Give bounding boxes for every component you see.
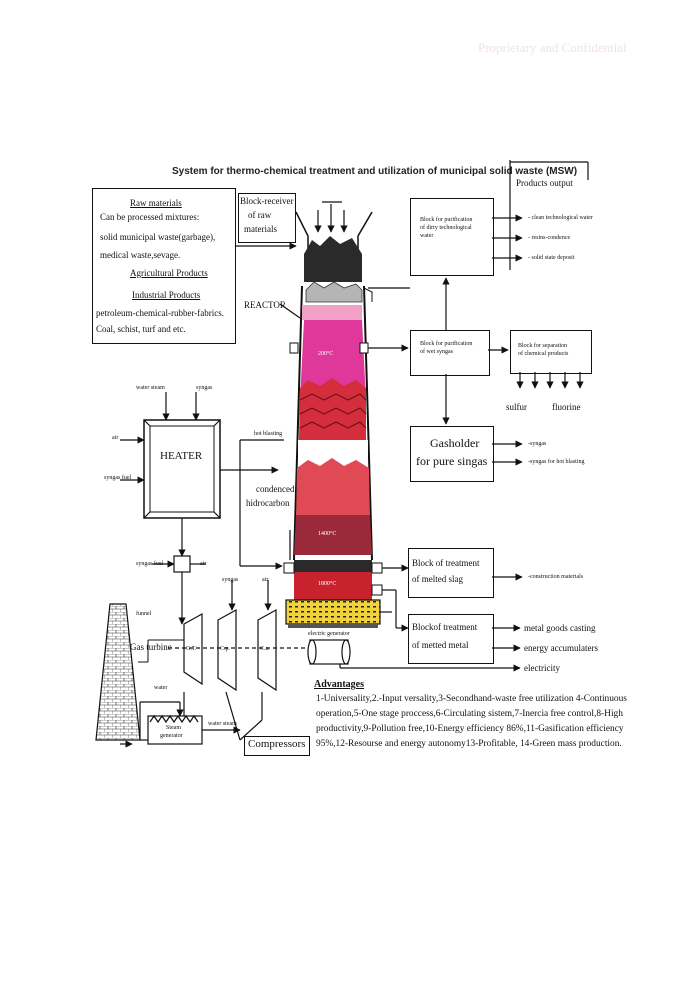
gasholder-line2: for pure singas	[416, 454, 487, 469]
raw-materials-line1: Can be processed mixtures:	[100, 212, 199, 223]
purification-syngas-line2: of wet syngas	[420, 348, 453, 356]
heater-syngas-fuel: syngas fuel	[104, 474, 131, 482]
turbine-air: air	[200, 560, 206, 568]
products-output-label: Products output	[516, 178, 573, 189]
raw-materials-line4: petroleum-chemical-rubber-fabrics.	[96, 308, 224, 319]
slag-layer	[286, 600, 380, 624]
block-receiver-line2: of raw	[248, 210, 271, 221]
heater-water-steam: water steam	[136, 384, 165, 392]
metal-line1: Blockof treatment	[412, 622, 477, 633]
hot-blasting-label: hot blasting	[254, 430, 282, 438]
output-metal-casting: metal goods casting	[524, 623, 596, 634]
steam-water-label: water	[154, 684, 167, 692]
raw-materials-agri: Agricultural Products	[130, 268, 208, 279]
output-syngas-hot-blasting: -syngas for hot blasting	[528, 458, 585, 466]
sulfur-label: sulfur	[506, 402, 527, 413]
separation-line1: Block for separation	[518, 342, 567, 350]
gt-label: G.T.	[186, 645, 197, 653]
reactor-label: REACTOR	[244, 300, 286, 311]
compressor-syngas-label: syngas	[222, 576, 238, 584]
heater-air: air	[112, 434, 118, 442]
output-syngas: -syngas	[528, 440, 546, 448]
output-solid-deposit: - solid state deposit	[528, 254, 575, 262]
turbine-syngas-fuel: syngas fuel	[136, 560, 163, 568]
purification-water-line1: Block for purification	[420, 216, 472, 224]
ca-label: C.a.	[260, 645, 270, 653]
advantages-label: Advantages	[314, 679, 364, 690]
heater-label: HEATER	[160, 450, 202, 462]
output-clean-water: - clean technological water	[528, 214, 593, 222]
output-construction: -construction materials	[528, 573, 583, 581]
temp-1800: 1800°C	[318, 580, 336, 588]
separation-line2: of chemical products	[518, 350, 568, 358]
temp-200: 200°C	[318, 350, 333, 358]
output-resins: - resins-condence	[528, 234, 570, 242]
purification-water-line2: of dirty technological	[420, 224, 472, 232]
compressor-air-label: air	[262, 576, 268, 584]
block-receiver-line3: materials	[244, 224, 277, 235]
raw-materials-line3: medical waste,sevage.	[100, 250, 180, 261]
condensed-line1: condenced	[256, 484, 294, 495]
temp-1400: 1400°C	[318, 530, 336, 538]
condensed-line2: hidrocarbon	[246, 498, 289, 509]
funnel-label: funnel	[136, 610, 151, 618]
block-receiver-line1: Block-receiver	[240, 196, 293, 207]
gasholder-line1: Gasholder	[430, 436, 479, 451]
advantages-text: 1-Universality,2.-Input versality,3-Seco…	[316, 692, 648, 752]
raw-materials-line2: solid municipal waste(garbage),	[100, 232, 215, 243]
purification-water-line3: water	[420, 232, 433, 240]
fluorine-label: fluorine	[552, 402, 581, 413]
slag-line2: of melted slag	[412, 574, 463, 585]
heater-syngas: syngas	[196, 384, 212, 392]
reactor	[284, 202, 382, 628]
purification-syngas-line1: Block for purification	[420, 340, 472, 348]
raw-materials-industrial: Industrial Products	[132, 290, 200, 301]
output-energy-accumulaters: energy accumulaters	[524, 643, 598, 654]
steam-water-steam-label: water steam	[208, 720, 237, 728]
cp-label: C.p.	[220, 645, 230, 653]
slag-box	[408, 548, 494, 598]
raw-materials-line5: Coal, schist, turf and etc.	[96, 324, 186, 335]
gas-turbine-label: Gas turbine	[130, 642, 172, 653]
steam-gen-label1: Steam	[166, 724, 181, 732]
slag-line1: Block of treatment	[412, 558, 479, 569]
generator-label: electric generator	[308, 630, 350, 638]
compressors-label: Compressors	[248, 738, 305, 750]
output-electricity: electricity	[524, 663, 560, 674]
steam-gen-label2: generator	[160, 732, 183, 740]
charge-layer	[304, 236, 362, 282]
metal-line2: of metted metal	[412, 640, 468, 651]
raw-materials-heading: Raw materials	[130, 198, 182, 209]
